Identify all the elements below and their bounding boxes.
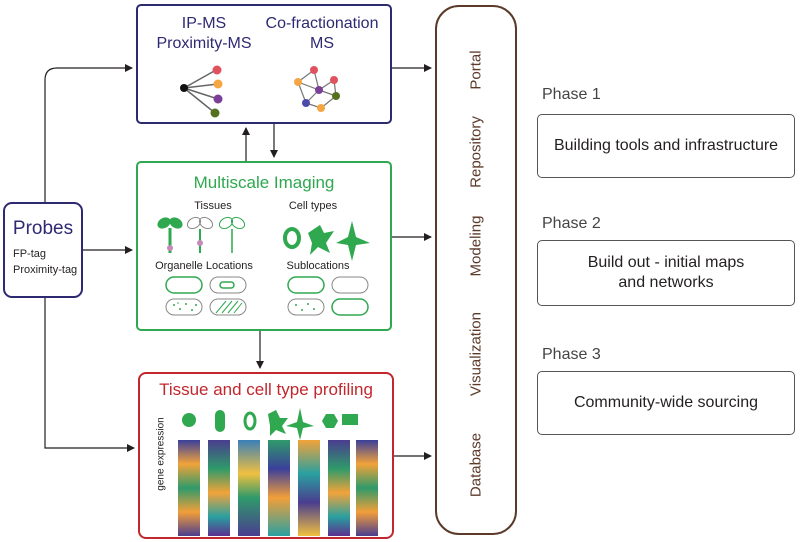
ip-ms-title: IP-MS: [181, 15, 227, 32]
organelle-hatch: [215, 300, 243, 314]
star-network-icon: [180, 65, 223, 118]
star-cell-glyph: [286, 408, 314, 440]
profiling-title: Tissue and cell type profiling: [159, 380, 373, 399]
blob-cell-icon: [308, 225, 334, 255]
organelle-locations-label: Organelle Locations: [155, 260, 253, 272]
probes-item-proximity-tag: Proximity-tag: [13, 264, 78, 276]
co-fractionation-ms-title: MS: [310, 35, 334, 52]
pillar-label-portal: Portal: [467, 50, 485, 90]
imaging-box: Multiscale Imaging Tissues Cell types Or…: [136, 161, 392, 331]
phase-3-text: Community-wide sourcing: [573, 394, 759, 411]
cell-types-label: Cell types: [288, 200, 338, 212]
tissue-sprout-icons: [157, 216, 246, 253]
tissue-sprout-outline-icon: [186, 216, 214, 253]
cell-shape-glyphs: [182, 408, 358, 440]
proximity-ms-title: Proximity-MS: [156, 35, 252, 52]
phase-3-label: Phase 3: [542, 346, 601, 363]
phase-2-box: Build out - initial maps and networks: [537, 240, 795, 306]
tissue-sprout-light-icon: [218, 216, 246, 253]
probes-title: Probes: [12, 218, 74, 239]
network-icons: [180, 65, 340, 118]
co-fractionation-network-icon: [294, 66, 340, 112]
sublocation-capsules: [287, 276, 369, 316]
profiling-box: Tissue and cell type profiling gene expr…: [138, 372, 394, 539]
organelle-capsules: [165, 276, 247, 316]
infrastructure-pillar: [435, 5, 517, 535]
sublocation-speckles: [295, 303, 315, 311]
phase-2-text-line-2: and networks: [618, 274, 714, 291]
pillar-label-database: Database: [467, 432, 485, 498]
imaging-title: Multiscale Imaging: [193, 173, 335, 192]
blob-cell-glyph: [268, 410, 288, 436]
probes-item-fp-tag: FP-tag: [13, 248, 47, 260]
phase-3-box: Community-wide sourcing: [537, 371, 795, 435]
gradient-columns: [178, 440, 378, 536]
round-cell-glyph: [182, 413, 196, 427]
phase-1-text: Building tools and infrastructure: [553, 137, 779, 154]
star-cell-icon: [336, 221, 370, 261]
sublocations-label: Sublocations: [286, 260, 350, 272]
co-fractionation-title: Co-fractionation: [265, 15, 379, 32]
rod-cell-glyph: [215, 410, 225, 432]
oval-cell-icon: [283, 227, 301, 249]
hexagon-cell-glyph: [322, 414, 338, 428]
phase-1-label: Phase 1: [542, 86, 601, 103]
cell-type-shapes: [283, 221, 370, 261]
pillar-label-modeling: Modeling: [467, 215, 485, 277]
rectangle-cell-glyph: [342, 414, 358, 425]
imaging-illustrations: [157, 216, 370, 316]
ms-box: IP-MS Proximity-MS Co-fractionation MS: [136, 4, 392, 124]
probes-trunk-down: [44, 298, 135, 452]
tissues-label: Tissues: [194, 200, 232, 212]
probes-trunk-up: [44, 64, 133, 202]
probes-box: Probes FP-tag Proximity-tag: [3, 202, 83, 298]
tissue-sprout-solid-icon: [157, 217, 183, 253]
phase-1-box: Building tools and infrastructure: [537, 114, 795, 178]
oval-cell-glyph: [243, 411, 257, 431]
phase-2-text-line-1: Build out - initial maps: [587, 254, 745, 271]
pillar-label-repository: Repository: [467, 116, 485, 188]
phase-2-label: Phase 2: [542, 215, 601, 232]
expression-bars: [178, 408, 378, 536]
organelle-speckles: [173, 302, 197, 311]
pillar-label-visualization: Visualization: [467, 312, 485, 396]
